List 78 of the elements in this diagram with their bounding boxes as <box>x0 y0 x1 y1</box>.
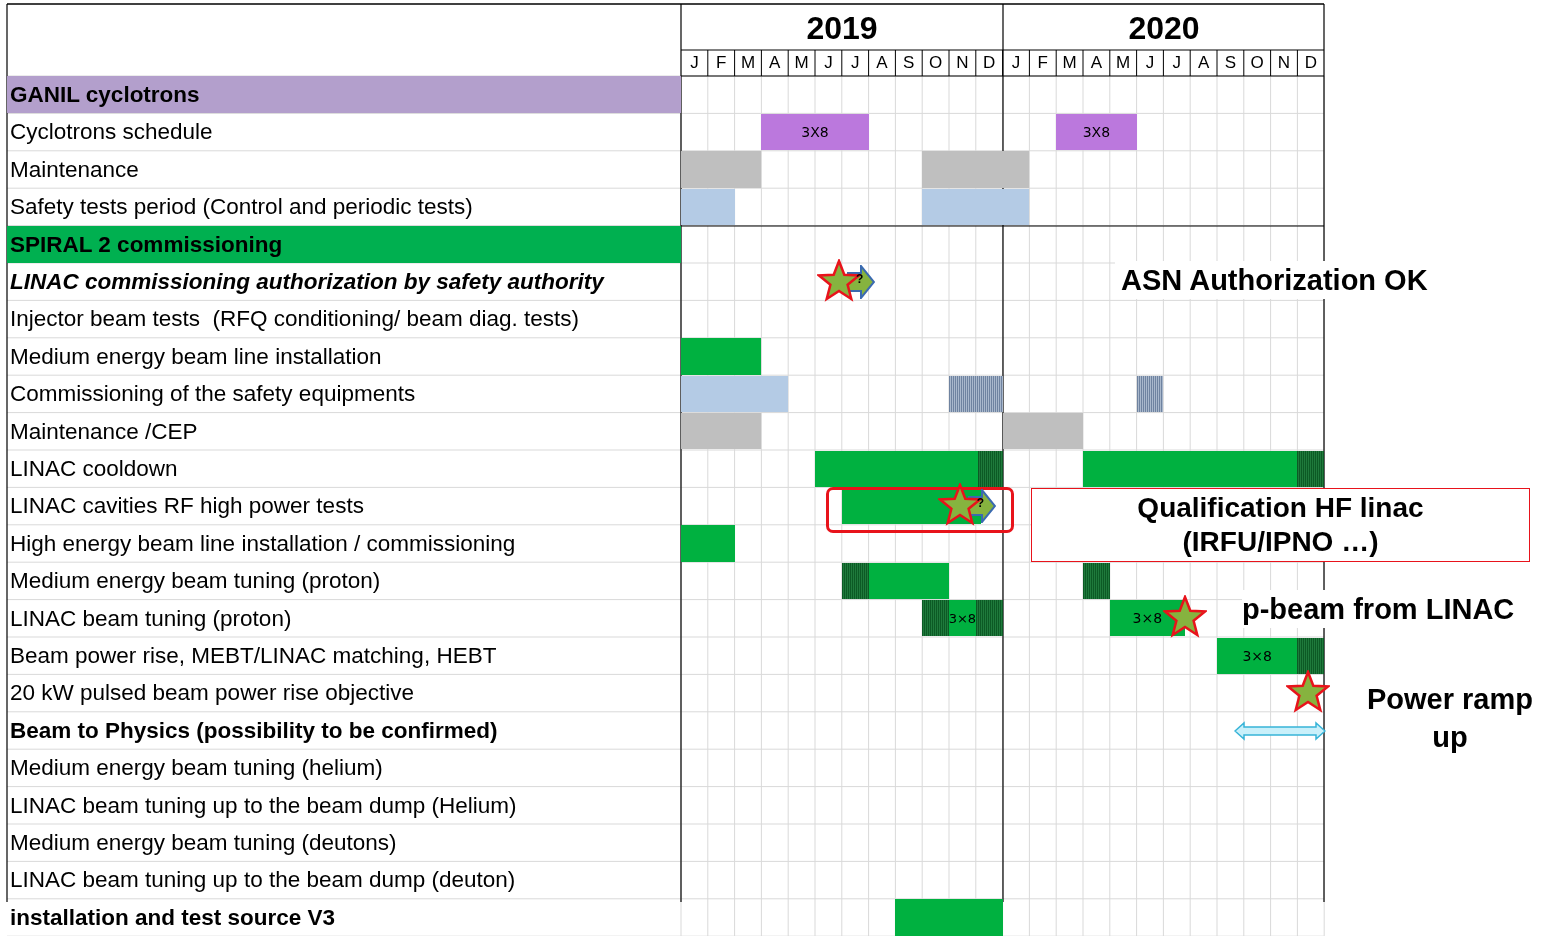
task-label: Safety tests period (Control and periodic tests) <box>10 193 473 222</box>
section-header: GANIL cyclotrons <box>7 76 681 114</box>
gantt-bar <box>922 151 1030 188</box>
gantt-bar: 3×8 <box>949 600 976 637</box>
gantt-bar <box>1083 450 1298 487</box>
task-label: LINAC beam tuning up to the beam dump (deuton) <box>10 866 516 895</box>
task-label: LINAC beam tuning (proton) <box>10 604 292 633</box>
task-label: Medium energy beam tuning (deutons) <box>10 829 397 857</box>
month-header: J <box>1010 52 1022 74</box>
task-label: High energy beam line installation / commissioning <box>10 529 516 558</box>
task-label: Cyclotrons schedule <box>10 118 213 147</box>
month-header: M <box>1061 52 1078 74</box>
gantt-bar <box>681 188 735 226</box>
month-header: S <box>1223 52 1238 74</box>
task-label: LINAC cooldown <box>10 455 178 483</box>
month-header: J <box>1144 52 1156 74</box>
task-label: Beam power rise, MEBT/LINAC matching, HEBT <box>10 642 497 670</box>
gantt-bar <box>868 562 949 600</box>
month-header: J <box>689 52 700 74</box>
hatched-bar <box>1297 450 1325 487</box>
hatched-bar <box>1083 562 1110 600</box>
gantt-bar <box>681 338 762 375</box>
hatched-bar <box>922 600 949 637</box>
task-label: LINAC beam tuning up to the beam dump (Helium) <box>10 791 517 820</box>
month-header: O <box>1249 52 1265 74</box>
gantt-bar: 3×8 <box>1217 637 1298 674</box>
task-label: LINAC cavities RF high power tests <box>10 492 364 521</box>
month-header: A <box>1196 52 1211 74</box>
month-header: M <box>1115 52 1132 74</box>
month-header: F <box>1036 52 1049 74</box>
month-header: N <box>955 52 970 74</box>
month-header: S <box>902 52 916 74</box>
hatched-bar <box>1297 637 1325 674</box>
callout-text: Power ramp up <box>1366 682 1534 755</box>
gantt-bar <box>681 413 762 450</box>
task-label: Injector beam tests (RFQ conditioning/ beam diag. tests) <box>10 305 579 334</box>
month-header: F <box>715 52 728 74</box>
task-label: Maintenance /CEP <box>10 417 198 446</box>
month-header: J <box>1171 52 1183 74</box>
hatched-bar <box>949 375 1003 413</box>
task-label: 20 kW pulsed beam power rise objective <box>10 679 414 708</box>
month-header: J <box>849 52 861 74</box>
hatched-bar <box>975 600 1003 637</box>
task-label: Medium energy beam tuning (helium) <box>10 754 383 783</box>
month-header: A <box>875 52 889 74</box>
month-header: M <box>739 52 757 74</box>
question-mark: ? <box>856 272 864 286</box>
month-header: A <box>768 52 782 74</box>
year-header: 2020 <box>1127 9 1201 48</box>
task-label: Beam to Physics (possibility to be confirmed) <box>10 716 498 745</box>
hatched-bar <box>978 450 1003 487</box>
section-header: SPIRAL 2 commissioning <box>7 225 681 263</box>
gantt-bar <box>681 151 762 188</box>
task-label: Commissioning of the safety equipments <box>10 380 416 409</box>
gantt-bar <box>895 899 1003 936</box>
month-header: J <box>823 52 834 74</box>
month-header: O <box>927 52 944 74</box>
gantt-bar <box>681 525 735 562</box>
month-header: M <box>793 52 810 74</box>
gantt-bar <box>922 188 1030 226</box>
question-mark: ? <box>976 496 985 511</box>
task-label: Maintenance <box>10 155 139 184</box>
task-label: Medium energy beam tuning (proton) <box>10 567 381 596</box>
gantt-bar: 3X8 <box>761 113 869 151</box>
month-header: D <box>982 52 997 74</box>
gantt-bar <box>1002 413 1083 450</box>
callout-box: Qualification HF linac (IRFU/IPNO …) <box>1031 488 1530 562</box>
year-header: 2019 <box>805 9 879 48</box>
callout-text: p-beam from LINAC <box>1242 590 1515 628</box>
gantt-bar <box>815 450 979 487</box>
month-header: D <box>1303 52 1318 74</box>
task-label: Medium energy beam line installation <box>10 342 382 371</box>
month-header: A <box>1089 52 1104 74</box>
month-header: N <box>1276 52 1292 74</box>
gantt-bar <box>681 375 789 413</box>
task-label: LINAC commissioning authorization by safety authority <box>10 268 604 296</box>
gantt-bar: 3X8 <box>1056 113 1137 151</box>
task-label: installation and test source V3 <box>10 903 336 932</box>
